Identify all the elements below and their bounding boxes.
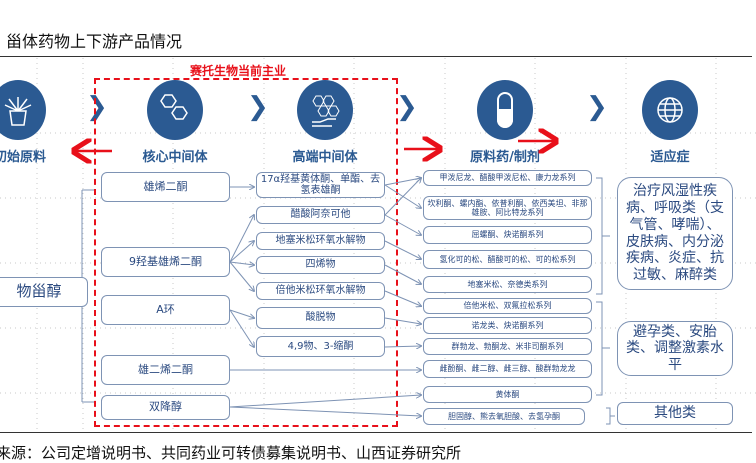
- core-intermediate-box: A环: [101, 295, 230, 325]
- api-box: 雌酚酮、雌二醇、雌三醇、酸群勃龙龙: [423, 360, 592, 378]
- stage-label: 适应症: [650, 150, 690, 165]
- high-end-intermediate-box: 4,9物、3-缩酮: [256, 336, 385, 357]
- stage-label: 高端中间体: [292, 150, 358, 165]
- page-title: 甾体药物上下游产品情况: [6, 32, 183, 51]
- core-intermediate-box: 雄烯二酮: [101, 172, 230, 202]
- raw-material-box: 物甾醇: [0, 277, 88, 307]
- api-box: 黄体酮: [423, 386, 592, 403]
- hexagon-molecule-icon: [147, 80, 203, 140]
- api-box: 胆固醇、熊去氧胆酸、去氢孕酮: [423, 408, 585, 425]
- divider: [0, 432, 752, 433]
- api-box: 坎利酮、螺内酯、依普利酮、依西美坦、非那雄胺、阿比特龙系列: [423, 196, 592, 220]
- core-intermediate-box: 双降醇: [101, 395, 230, 420]
- capsule-icon: [477, 80, 533, 140]
- api-box: 诺龙类、炔诺酮系列: [423, 317, 592, 334]
- core-intermediate-box: 9羟基雄烯二酮: [101, 247, 230, 277]
- indication-box: 治疗风湿性疾病、呼吸类（支气管、哮喘）、皮肤病、内分泌疾病、炎症、抗过敏、麻醉类: [617, 177, 733, 290]
- stage-label: 初始原料: [0, 150, 46, 165]
- source-note: 来源：公司定增说明书、共同药业可转债募集说明书、山西证券研究所: [0, 444, 462, 462]
- chevron-right-icon: ❯: [247, 92, 269, 122]
- stage-label: 核心中间体: [142, 150, 208, 165]
- high-end-intermediate-box: 地塞米松环氧水解物: [256, 232, 385, 250]
- molecule-hand-icon: [297, 80, 353, 140]
- stage-label: 原料药/制剂: [470, 150, 540, 165]
- indication-box: 其他类: [617, 402, 733, 425]
- chevron-right-icon: ❯: [586, 92, 608, 122]
- high-end-intermediate-box: 酸脱物: [256, 307, 385, 329]
- highlight-label: 赛托生物当前主业: [190, 64, 287, 78]
- plant-pot-icon: [0, 80, 46, 140]
- chevron-right-icon: ❯: [86, 92, 108, 122]
- indication-box: 避孕类、安胎类、调整激素水平: [617, 321, 733, 376]
- api-box: 氢化可的松、醋酸可的松、可的松系列: [423, 250, 592, 269]
- api-box: 屈螺酮、炔诺酮系列: [423, 226, 592, 244]
- core-intermediate-box: 雄二烯二酮: [101, 355, 230, 385]
- high-end-intermediate-box: 醋酸阿奈可他: [256, 206, 385, 224]
- high-end-intermediate-box: 四烯物: [256, 256, 385, 274]
- high-end-intermediate-box: 17α羟基黄体酮、单酯、去氢表雄酮: [256, 172, 385, 198]
- api-box: 群勃龙、勃酮龙、米非司酮系列: [423, 338, 592, 355]
- api-box: 倍他米松、双氟拉松系列: [423, 298, 592, 314]
- high-end-intermediate-box: 倍他米松环氧水解物: [256, 282, 385, 300]
- chevron-right-icon: ❯: [396, 92, 418, 122]
- globe-icon: [642, 80, 698, 140]
- api-box: 地塞米松、奈德类系列: [423, 276, 592, 293]
- api-box: 甲泼尼龙、醋酸甲泼尼松、康力龙系列: [423, 170, 592, 186]
- highlight-region: [94, 78, 398, 427]
- divider: [0, 56, 752, 57]
